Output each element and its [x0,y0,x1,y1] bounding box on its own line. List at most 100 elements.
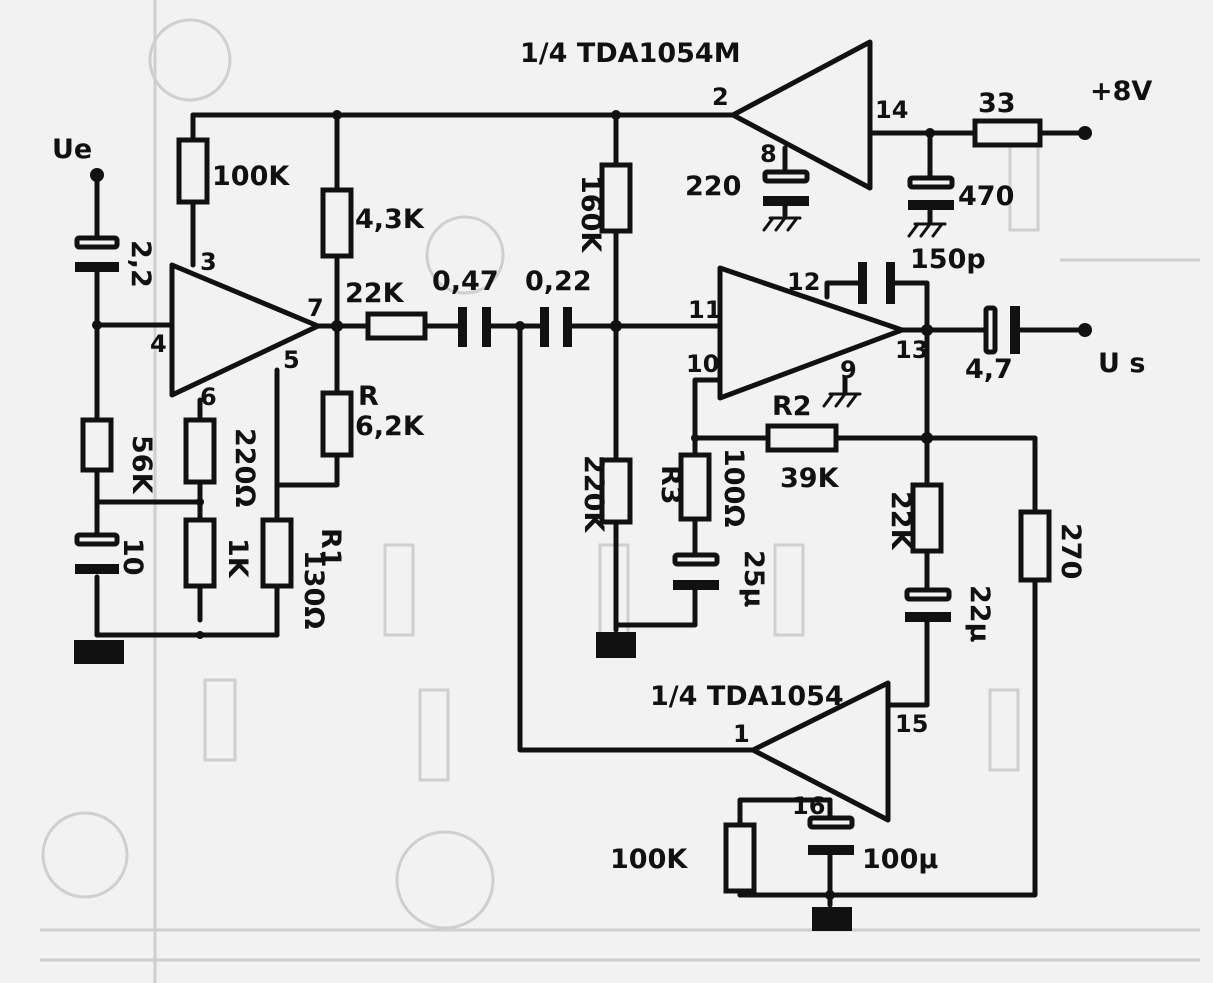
resistor-6-2k [320,390,354,458]
terminals [90,126,1092,337]
label-1k: 1K [222,538,253,579]
pin-15: 15 [895,710,928,738]
pin-3: 3 [200,248,217,276]
opamp-top [730,39,873,191]
pin-7: 7 [307,294,324,322]
label-2-2k: 22K [885,491,916,551]
capacitor-0-47 [458,307,491,347]
supply-label: +8V [1090,76,1152,107]
pin-11: 11 [688,296,721,324]
label-150p: 150p [910,244,986,275]
pin-5: 5 [283,346,300,374]
resistors [80,118,1052,894]
pin-13: 13 [895,336,928,364]
labels: 1/4 TDA1054M 1/4 TDA1054 +8V Ue U s 2 14… [52,38,1152,875]
label-25u: 25μ [738,550,769,608]
pin-10: 10 [686,350,719,378]
resistor-2-2k [910,482,944,554]
label-33: 33 [978,88,1016,119]
pin-14: 14 [875,96,908,124]
capacitor-470 [907,175,955,210]
capacitor-25u [672,552,720,590]
label-56k: 56K [126,435,157,495]
ground-470 [907,222,947,238]
label-270: 270 [1055,523,1086,579]
capacitor-22u [904,587,952,622]
label-100k-bottom: 100K [610,844,688,875]
label-220: 220 [685,171,741,202]
resistor-22k [365,311,428,341]
label-220k: 220K [578,455,609,533]
label-r: R [358,381,379,412]
resistor-220k [599,457,633,525]
label-470: 470 [958,181,1014,212]
pin-4: 4 [150,330,167,358]
label-39k: 39K [780,463,840,494]
label-r3: R3 [655,465,686,505]
label-0-22: 0,22 [525,266,592,297]
label-r2: R2 [772,391,812,422]
resistor-1k [183,517,217,589]
resistor-270 [1018,509,1052,583]
resistor-56k [80,417,114,473]
capacitor-220 [762,169,810,206]
junctions [92,110,935,900]
label-130ohm: 130Ω [298,550,329,629]
input-terminal [90,168,104,182]
label-220ohm: 220Ω [229,428,260,507]
ground-bottom [812,907,852,931]
resistor-160k [599,162,633,234]
supply-terminal [1078,126,1092,140]
capacitor-10 [74,532,120,574]
label-160k: 160K [575,175,606,253]
resistor-130ohm [260,517,294,589]
resistor-39k [765,423,839,453]
label-22k-series: 22K [345,278,405,309]
label-100k: 100K [212,161,290,192]
ic-top-label: 1/4 TDA1054M [520,38,741,69]
label-10: 10 [117,538,148,576]
label-0-47: 0,47 [432,266,499,297]
pin-8: 8 [760,140,777,168]
label-6-2k: 6,2K [355,411,425,442]
output-terminal [1078,323,1092,337]
pin-2: 2 [712,83,729,111]
wires [94,112,1088,908]
capacitor-4-7 [983,305,1020,355]
pin-1: 1 [733,720,750,748]
capacitor-100u [807,815,855,855]
ground-pin8 [762,216,802,232]
opamp-2 [717,265,905,401]
resistor-100ohm [678,452,712,522]
ground-center [596,632,636,658]
output-label: U s [1098,348,1145,379]
ground-left [74,640,124,664]
ground-pin9 [822,392,862,408]
resistor-4-3k [320,187,354,259]
capacitor-2-2 [74,235,120,272]
resistor-220ohm [183,417,217,485]
capacitors [74,169,1020,855]
pin-6: 6 [200,383,217,411]
pin-9: 9 [840,356,857,384]
opamp-1 [169,262,321,398]
resistor-33 [972,118,1043,148]
opamp-bottom [750,680,891,823]
label-100ohm: 100Ω [718,448,749,527]
ic-bottom-label: 1/4 TDA1054 [650,681,844,712]
capacitor-0-22 [540,307,572,347]
label-r1: R1 [315,528,346,568]
pin-12: 12 [787,268,820,296]
input-label: Ue [52,134,92,165]
capacitor-150p [858,262,895,304]
label-4-7: 4,7 [965,354,1013,385]
resistor-100k-bottom [723,822,757,894]
label-100u: 100μ [862,844,938,875]
label-22u: 22μ [964,585,995,643]
pin-16: 16 [792,792,825,820]
resistor-100k [176,137,210,205]
grounds [74,216,947,931]
label-2-2-input: 2,2 [125,240,156,288]
label-4-3k: 4,3K [355,204,425,235]
